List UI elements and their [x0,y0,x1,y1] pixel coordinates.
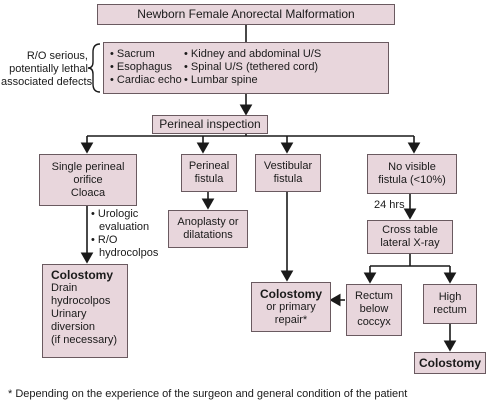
ro-label-line: R/O serious, [26,50,88,62]
perineal-fistula-line: Perineal [188,160,230,172]
rectum-below-line: below [359,303,389,315]
ro-label-line: potentially lethal [9,63,88,75]
rectum-below-line: Rectum [355,290,393,302]
defect-item: Esophagus [110,61,182,74]
perineal-inspection-box: Perineal inspection [152,115,268,134]
cloaca-line: orifice [73,174,103,186]
urologic-note: hydrocolpos [99,247,159,259]
no-visible-fistula-line: No visible [388,161,436,173]
cross-table-line: lateral X-ray [380,237,440,249]
cloaca-colostomy-box: Colostomy Drain hydrocolpos Urinary dive… [42,264,128,358]
cloaca-colostomy-line: Drain [51,282,78,294]
anoplasty-box: Anoplasty or dilatations [168,210,248,248]
final-colostomy-text: Colostomy [418,356,481,370]
defect-item: Kidney and abdominal U/S [184,48,321,61]
cloaca-colostomy-line: diversion [51,321,96,333]
no-visible-fistula-line: fistula (<10%) [378,174,446,186]
cloaca-colostomy-title: Colostomy [51,268,114,282]
defect-item: Spinal U/S (tethered cord) [184,61,321,74]
cloaca-line: Cloaca [70,187,106,199]
vestibular-fistula-line: Vestibular [263,160,313,172]
colostomy-repair-line: or primary [266,301,316,313]
defect-item: Cardiac echo [110,74,182,87]
urologic-note: Urologic [91,208,158,221]
anoplasty-line: Anoplasty or [177,216,239,228]
title-text: Newborn Female Anorectal Malformation [137,7,355,21]
rectum-below-line: coccyx [357,316,391,328]
cloaca-line: Single perineal [51,161,125,173]
colostomy-repair-title: Colostomy [259,287,322,301]
perineal-inspection-text: Perineal inspection [159,117,261,131]
vestibular-fistula-line: fistula [273,173,303,185]
ro-label-line: associated defects [1,76,93,88]
cross-table-line: Cross table [382,224,438,236]
final-colostomy-box: Colostomy [414,352,486,374]
urologic-note: evaluation [99,221,150,233]
urologic-notes: Urologic evaluation R/O hydrocolpos [91,208,158,260]
defect-item: Sacrum [110,48,182,61]
cross-table-box: Cross table lateral X-ray [367,220,453,254]
urologic-note: R/O [91,234,158,247]
perineal-fistula-line: fistula [194,173,224,185]
cloaca-colostomy-line: Urinary [51,308,87,320]
defect-item: Lumbar spine [184,74,321,87]
associated-defects-box: Sacrum Esophagus Cardiac echo Kidney and… [103,42,389,94]
high-rectum-box: High rectum [423,284,477,324]
colostomy-repair-box: Colostomy or primary repair* [251,282,331,332]
cloaca-colostomy-line: hydrocolpos [51,295,111,307]
title-box: Newborn Female Anorectal Malformation [97,4,395,25]
cloaca-box: Single perineal orifice Cloaca [39,154,137,206]
hours-label: 24 hrs [374,199,405,211]
rectum-below-box: Rectum below coccyx [346,284,402,336]
anoplasty-line: dilatations [183,229,233,241]
perineal-fistula-box: Perineal fistula [181,154,237,192]
vestibular-fistula-box: Vestibular fistula [255,154,321,192]
colostomy-repair-line: repair* [274,314,308,326]
high-rectum-line: rectum [433,304,467,316]
footnote: * Depending on the experience of the sur… [8,388,408,400]
ro-label: R/O serious, potentially lethal associat… [1,50,93,89]
no-visible-fistula-box: No visible fistula (<10%) [367,154,457,194]
cloaca-colostomy-line: (if necessary) [51,334,118,346]
high-rectum-line: High [438,291,462,303]
